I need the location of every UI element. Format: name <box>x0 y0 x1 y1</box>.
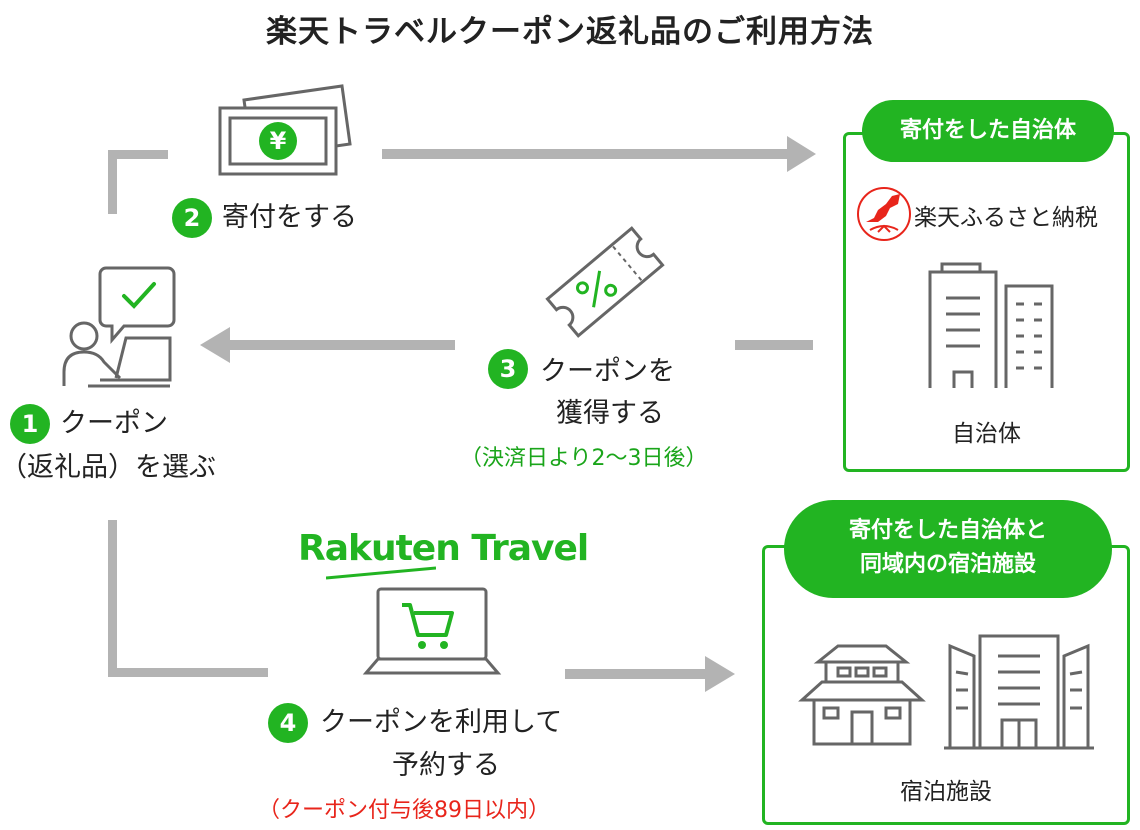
hotel-icon <box>944 634 1094 750</box>
flow-line <box>108 520 117 677</box>
logo-swoosh <box>326 566 436 580</box>
arrow-left-icon <box>200 327 455 363</box>
municipality-label: 自治体 <box>952 421 1021 447</box>
municipality-header: 寄付をした自治体 <box>862 100 1114 162</box>
lodging-label: 宿泊施設 <box>900 779 992 805</box>
step-3-timing-note: （決済日より2～3日後） <box>460 446 708 471</box>
step-1-label-line2: （返礼品）を選ぶ <box>0 452 216 483</box>
coupon-percent-icon <box>545 226 665 338</box>
flow-line <box>735 340 813 350</box>
step-4-label-line1: クーポンを利用して <box>320 707 563 738</box>
svg-text:¥: ¥ <box>270 127 287 155</box>
page-title: 楽天トラベルクーポン返礼品のご利用方法 <box>266 14 874 50</box>
lodging-header-line2: 同域内の宿泊施設 <box>859 552 1036 577</box>
step-4-label-line2: 予約する <box>392 750 500 781</box>
flow-line <box>108 150 168 159</box>
lodging-header: 寄付をした自治体と 同域内の宿泊施設 <box>784 500 1112 598</box>
laptop-cart-icon <box>362 587 502 675</box>
person-laptop-check-icon <box>62 266 176 388</box>
flow-line <box>108 668 268 677</box>
furusato-brand-text: 楽天ふるさと納税 <box>914 205 1098 231</box>
rakuten-travel-logo: Rakuten Travel <box>298 528 589 569</box>
step-number-badge: 2 <box>172 198 212 238</box>
lodging-header-line1: 寄付をした自治体と <box>848 518 1047 543</box>
step-4-deadline-note: （クーポン付与後89日以内） <box>258 798 550 823</box>
arrow-right-icon <box>382 136 816 172</box>
furusato-logo-icon <box>857 187 911 241</box>
building-icon <box>928 262 1054 388</box>
step-number-badge: 3 <box>488 349 528 389</box>
step-3-label-line1: クーポンを <box>540 356 675 387</box>
yen-bill-icon: ¥ <box>218 84 352 176</box>
step-1-label-line1: クーポン <box>60 408 168 439</box>
step-3-label-line2: 獲得する <box>556 398 664 429</box>
step-2-label: 寄付をする <box>222 202 357 233</box>
step-number-badge: 4 <box>268 703 308 743</box>
inn-icon <box>798 644 926 746</box>
arrow-right-icon <box>565 656 735 692</box>
step-number-badge: 1 <box>10 404 50 444</box>
flow-line <box>108 150 117 214</box>
